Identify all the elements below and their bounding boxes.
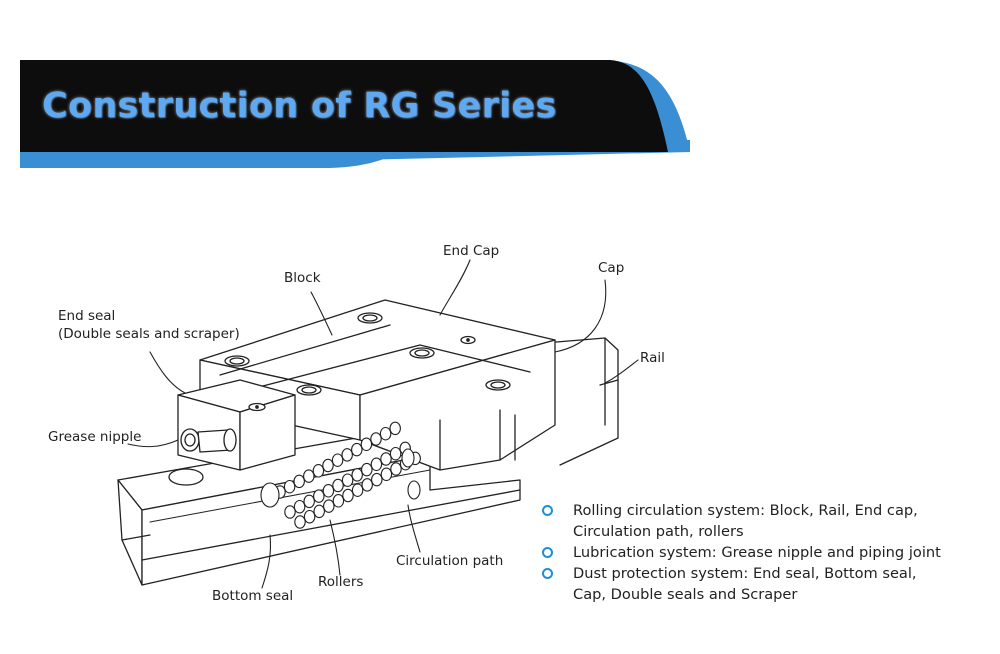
- roller: [312, 464, 325, 478]
- roller: [284, 505, 296, 519]
- legend-item: Rolling circulation system: Block, Rail,…: [540, 500, 970, 542]
- roller: [293, 474, 305, 489]
- roller: [313, 504, 325, 519]
- roller: [341, 473, 354, 487]
- label-bottom-seal: Bottom seal: [212, 588, 294, 604]
- label-rail: Rail: [640, 350, 665, 366]
- roller: [389, 421, 401, 436]
- legend-item: Dust protection system: End seal, Bottom…: [540, 563, 970, 605]
- roller: [283, 479, 296, 494]
- leader-lines: [127, 259, 639, 589]
- roller: [389, 446, 402, 461]
- rollers-drawing: [260, 421, 421, 529]
- legend-item-line: Lubrication system: Grease nipple and pi…: [573, 544, 941, 561]
- legend-item: Lubrication system: Grease nipple and pi…: [540, 542, 970, 563]
- label-grease-nipple: Grease nipple: [48, 429, 142, 445]
- roller: [371, 472, 383, 487]
- legend-item-line: Rolling circulation system: Block, Rail,…: [573, 502, 918, 519]
- roller: [332, 478, 344, 493]
- roller: [361, 478, 373, 492]
- circulation-path-end: [401, 448, 415, 468]
- legend-item-line: Cap, Double seals and Scraper: [573, 586, 798, 603]
- roller: [313, 489, 325, 503]
- banner-accent-edge: [590, 60, 690, 152]
- rail-drawing: [117, 337, 619, 586]
- roller: [390, 462, 402, 476]
- roller: [361, 462, 373, 477]
- legend-item-line: Dust protection system: End seal, Bottom…: [573, 565, 917, 582]
- roller: [323, 499, 335, 513]
- roller: [303, 509, 316, 524]
- block-bolt-hole-4: [296, 384, 322, 396]
- roller: [293, 499, 306, 514]
- label-end-seal-detail: (Double seals and scraper): [58, 326, 240, 342]
- label-block: Block: [284, 270, 321, 286]
- legend-item-line: Circulation path, rollers: [573, 523, 744, 540]
- roller: [342, 488, 354, 503]
- block-bolt-hole-2: [357, 312, 383, 324]
- roller: [322, 484, 335, 498]
- roller: [380, 452, 392, 466]
- roller: [379, 426, 392, 441]
- bullet-icon: [542, 505, 553, 516]
- rail-mounting-hole: [168, 468, 204, 486]
- roller: [351, 442, 363, 457]
- banner-bottom-swoosh: [20, 152, 400, 168]
- roller: [303, 494, 315, 509]
- roller: [370, 432, 382, 446]
- roller: [303, 469, 315, 483]
- label-end-seal: End seal: [58, 308, 116, 324]
- roller: [351, 483, 364, 497]
- roller: [294, 515, 306, 529]
- circulation-path-end: [260, 482, 280, 508]
- page-title: Construction of RG Series: [42, 86, 557, 126]
- roller: [380, 467, 393, 482]
- bullet-icon: [542, 547, 553, 558]
- roller: [351, 468, 363, 482]
- roller: [370, 457, 383, 472]
- block-bolt-hole-5: [485, 379, 511, 391]
- grease-nipple-drawing: [180, 428, 237, 453]
- system-legend: Rolling circulation system: Block, Rail,…: [540, 500, 970, 605]
- roller: [331, 453, 344, 467]
- label-end-cap: End Cap: [443, 243, 500, 259]
- roller: [360, 437, 373, 452]
- header-banner: [20, 60, 690, 168]
- bullet-icon: [542, 568, 553, 579]
- roller: [322, 458, 334, 473]
- banner-dark-bar: [20, 60, 668, 152]
- label-circulation-path: Circulation path: [396, 553, 504, 569]
- label-rollers: Rollers: [318, 574, 364, 590]
- roller: [332, 494, 345, 508]
- block-bolt-hole-3: [409, 347, 435, 359]
- block-bolt-hole-1: [224, 355, 250, 367]
- circulation-path-end: [407, 480, 421, 500]
- label-cap: Cap: [598, 260, 625, 276]
- roller: [341, 448, 353, 462]
